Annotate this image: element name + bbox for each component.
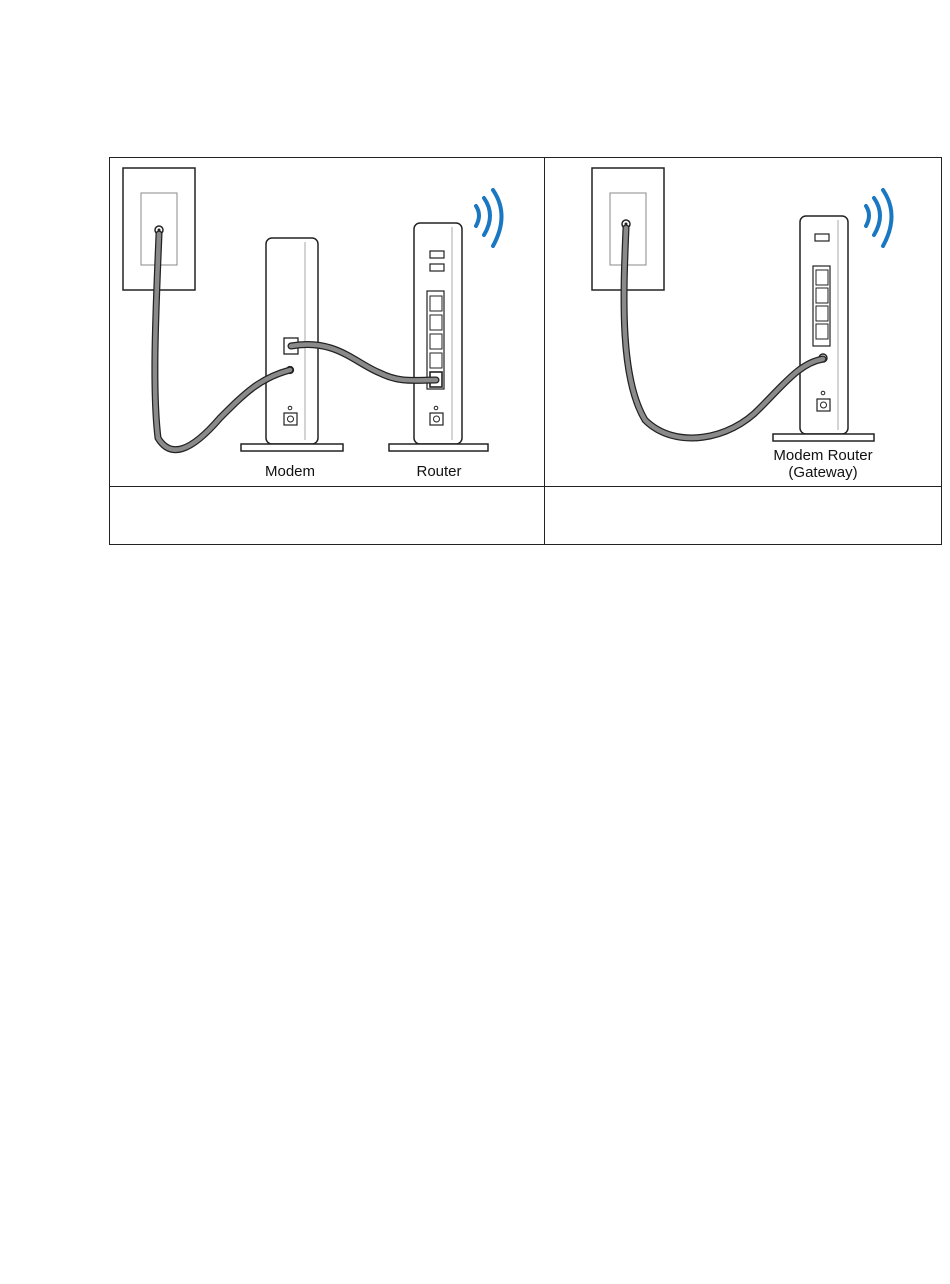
gateway-label-line2: (Gateway) (753, 464, 893, 481)
setup-diagram-table: Modem Router (109, 157, 942, 545)
wifi-signal-icon (866, 190, 892, 246)
router-icon (389, 223, 488, 451)
router-label: Router (404, 463, 474, 480)
left-caption-cell (110, 487, 544, 544)
gateway-label-line1: Modem Router (753, 447, 893, 464)
right-caption-cell (545, 487, 941, 544)
modem-label: Modem (255, 463, 325, 480)
wifi-signal-icon (476, 190, 502, 246)
gateway-illustration: Modem Router (Gateway) (545, 158, 941, 486)
gateway-icon (773, 216, 874, 441)
modem-router-illustration: Modem Router (110, 158, 544, 486)
